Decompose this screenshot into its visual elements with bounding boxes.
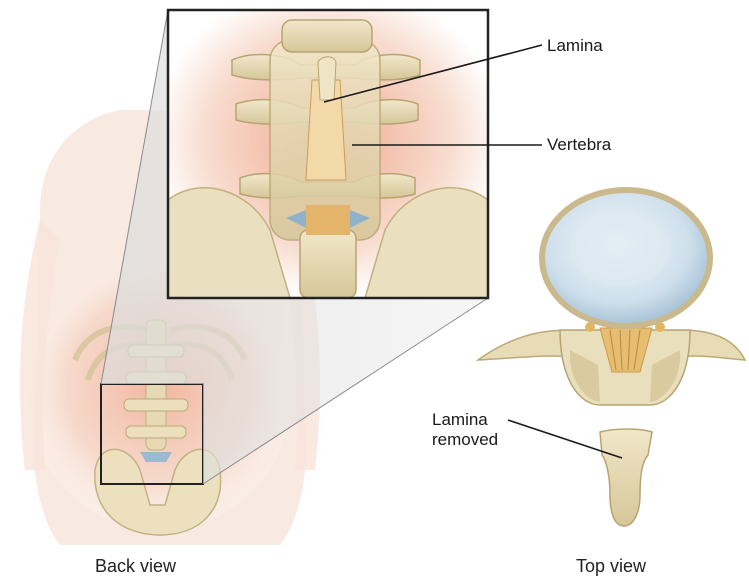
label-lamina-removed: Lamina removed bbox=[432, 410, 498, 450]
label-lamina-removed-line2: removed bbox=[432, 430, 498, 450]
caption-top-view: Top view bbox=[576, 556, 646, 576]
label-vertebra: Vertebra bbox=[547, 135, 611, 155]
removed-lamina-bone bbox=[600, 429, 652, 526]
caption-back-view: Back view bbox=[95, 556, 176, 576]
label-lamina: Lamina bbox=[547, 36, 603, 56]
top-view-vertebra bbox=[478, 190, 745, 526]
label-lamina-removed-line1: Lamina bbox=[432, 410, 498, 430]
inset-nerve-root bbox=[306, 205, 350, 235]
inset-spinous-process bbox=[318, 57, 336, 100]
magnified-spine-inset bbox=[168, 10, 488, 298]
top-disc-nucleus bbox=[570, 214, 670, 286]
